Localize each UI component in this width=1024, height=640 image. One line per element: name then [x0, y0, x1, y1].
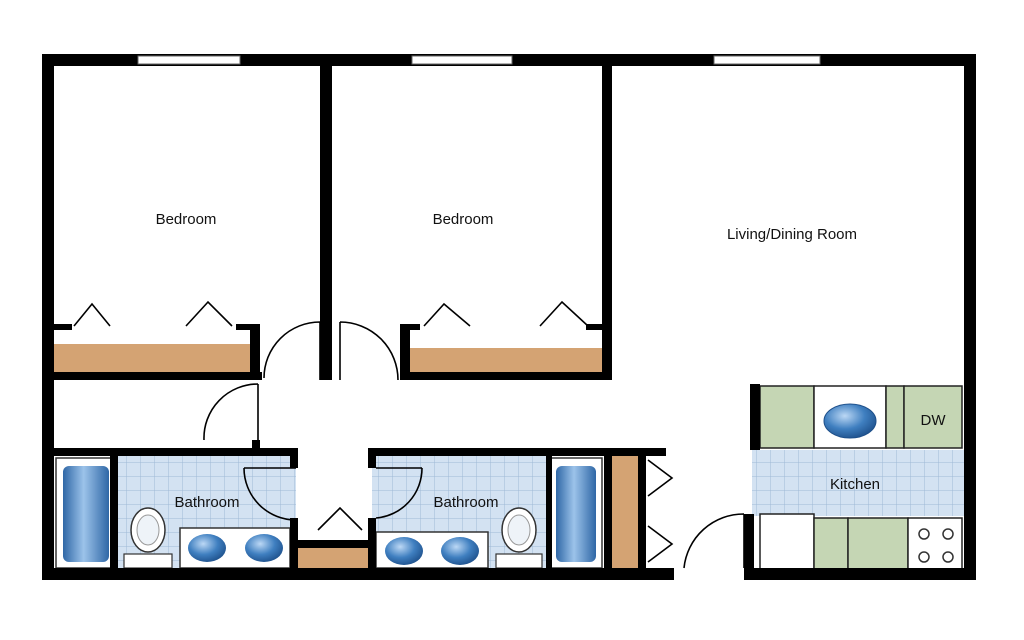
bifold-closet-hall [317, 506, 363, 531]
refrigerator [759, 513, 815, 573]
door-swing-bedroom-left [263, 321, 321, 380]
vanity-left-sink-1-icon [188, 534, 226, 562]
bifold-closet-left-1 [73, 302, 111, 327]
toilet-right-tank [495, 553, 543, 569]
door-swing-bathroom-right [375, 467, 423, 519]
door-swing-entry [683, 513, 745, 569]
vanity-right-sink-1-icon [385, 537, 423, 565]
kitchen-cabinet-upper-mid [885, 385, 905, 449]
bifold-closet-linen-2 [647, 525, 674, 563]
kitchen-cabinet-upper-left [759, 385, 815, 449]
vanity-right-sink-2-icon [441, 537, 479, 565]
room-label-bathroom-right: Bathroom [433, 494, 498, 511]
bathtub-left-basin-icon [63, 466, 109, 562]
toilet-right-bowl-icon [507, 514, 531, 546]
door-swing-bedroom-center [339, 321, 399, 381]
kitchen-cabinet-lower-2 [847, 517, 909, 573]
closet-shelf-center [410, 348, 602, 374]
windows [137, 55, 821, 65]
closet-shelf-linen [612, 456, 638, 568]
room-label-living-dining: Living/Dining Room [727, 226, 857, 243]
room-label-kitchen: Kitchen [830, 476, 880, 493]
dishwasher [903, 385, 963, 449]
bifold-closet-left-2 [185, 300, 233, 327]
room-label-bathroom-left: Bathroom [174, 494, 239, 511]
vanity-left-sink-2-icon [245, 534, 283, 562]
toilet-left-bowl-icon [136, 514, 160, 546]
closet-shelf-hall [298, 548, 368, 570]
bifold-closet-center-1 [423, 302, 471, 327]
stove-burners-icon [918, 528, 954, 563]
kitchen-cabinet-lower-1 [813, 517, 849, 573]
doors [73, 300, 745, 569]
door-swing-bathroom-left [243, 467, 297, 521]
bifold-closet-linen-1 [647, 459, 674, 497]
closet-shelf-left [54, 344, 250, 374]
bifold-closet-center-2 [539, 300, 589, 327]
walls [42, 54, 976, 580]
bathtub-right-basin-icon [556, 466, 596, 562]
room-label-bedroom-left: Bedroom [156, 211, 217, 228]
stove [907, 517, 963, 573]
kitchen-tile [752, 450, 964, 516]
room-label-bedroom-center: Bedroom [433, 211, 494, 228]
toilet-left-tank [123, 553, 173, 569]
appliance-label-dishwasher: DW [921, 412, 947, 429]
kitchen-sink-icon [823, 403, 877, 439]
door-swing-hall [203, 383, 259, 441]
